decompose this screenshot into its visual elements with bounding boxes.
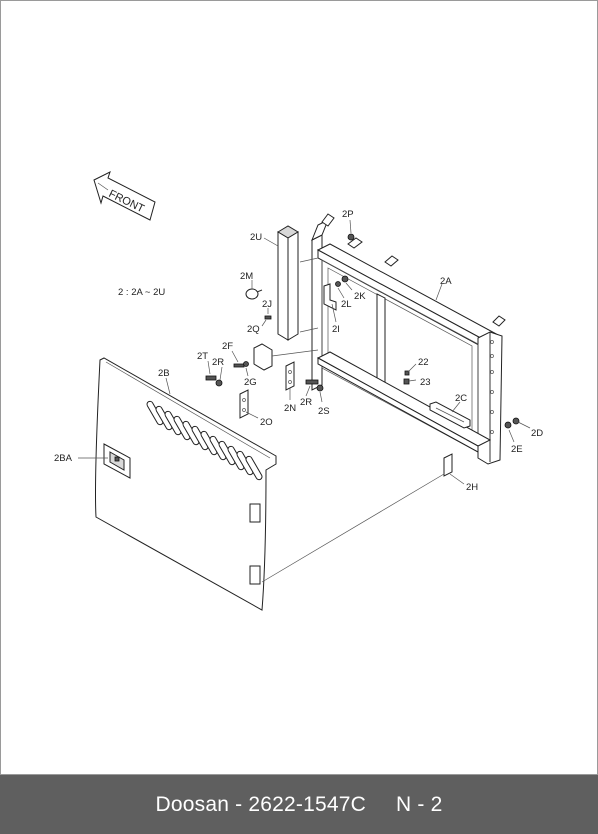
parts-diagram: FRONT 2 : 2A ~ 2U: [54, 171, 543, 611]
callout-2N: 2N: [284, 403, 296, 414]
callout-2B: 2B: [158, 368, 170, 379]
callout-2K: 2K: [354, 291, 366, 302]
plate-2O: [239, 389, 249, 419]
vent-slots: [146, 400, 263, 481]
plate-2H: [443, 453, 453, 477]
plate-2N: [285, 361, 295, 391]
callout-2U: 2U: [250, 232, 262, 243]
leader-lines: [78, 219, 531, 583]
footer-page-ref: N - 2: [395, 792, 443, 816]
callout-2I: 2I: [332, 324, 340, 335]
door-panel-2B: [95, 357, 277, 611]
callout-2T: 2T: [197, 351, 208, 362]
pad-2U: [277, 225, 299, 341]
callout-23: 23: [420, 377, 431, 388]
bracket-2I: [323, 283, 337, 311]
group-note: 2 : 2A ~ 2U: [118, 287, 165, 298]
callout-2E: 2E: [511, 444, 523, 455]
callout-22: 22: [418, 357, 429, 368]
callout-2D: 2D: [531, 428, 543, 439]
latch-2BA: [103, 443, 131, 479]
callout-2O: 2O: [260, 417, 273, 428]
footer-bar: Doosan - 2622-1547C N - 2: [0, 775, 598, 834]
fasteners: [205, 233, 520, 429]
callout-2M: 2M: [240, 271, 253, 282]
callout-2L: 2L: [341, 299, 352, 310]
callout-2J: 2J: [262, 299, 272, 310]
bracket-2Q: [253, 343, 273, 371]
callout-2H: 2H: [466, 482, 478, 493]
callout-2S: 2S: [318, 406, 330, 417]
callout-2P: 2P: [342, 209, 354, 220]
footer-brand-part: Doosan - 2622-1547C: [155, 792, 366, 816]
callout-2G: 2G: [244, 377, 257, 388]
handle-2C: [429, 401, 471, 429]
callout-2R-right: 2R: [300, 397, 312, 408]
callout-2F: 2F: [222, 341, 233, 352]
callout-labels: 2P 2U 2M 2A 2K 2L 2J 2Q 2I 2F 2T 2R 2G 2…: [54, 209, 543, 493]
frame-2A: [311, 213, 506, 465]
callout-2Q: 2Q: [247, 324, 260, 335]
knob-2M: [245, 288, 263, 300]
callout-2C: 2C: [455, 393, 467, 404]
callout-2R-left: 2R: [212, 357, 224, 368]
front-arrow-icon: FRONT: [93, 171, 156, 221]
callout-2A: 2A: [440, 276, 452, 287]
callout-2BA: 2BA: [54, 453, 73, 464]
